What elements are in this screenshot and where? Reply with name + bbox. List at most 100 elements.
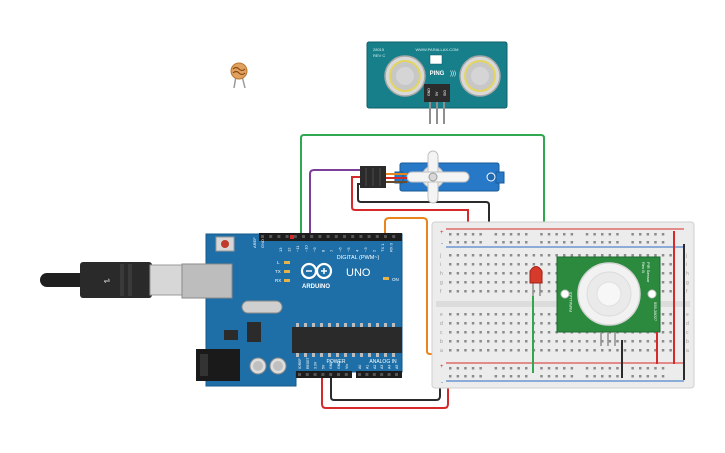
breadboard-hole[interactable] bbox=[563, 241, 566, 244]
breadboard-hole[interactable] bbox=[479, 331, 482, 334]
header-hole[interactable] bbox=[269, 235, 273, 238]
breadboard-hole[interactable] bbox=[456, 313, 460, 316]
breadboard-hole[interactable] bbox=[479, 322, 482, 325]
breadboard-hole[interactable] bbox=[517, 233, 520, 236]
breadboard-hole[interactable] bbox=[669, 281, 672, 284]
breadboard-hole[interactable] bbox=[593, 349, 596, 352]
breadboard-hole[interactable] bbox=[525, 349, 528, 352]
breadboard-hole[interactable] bbox=[525, 313, 528, 316]
breadboard-hole[interactable] bbox=[540, 313, 543, 316]
breadboard-hole[interactable] bbox=[471, 375, 475, 378]
breadboard-hole[interactable] bbox=[471, 331, 475, 334]
breadboard-hole[interactable] bbox=[601, 367, 604, 370]
header-hole[interactable] bbox=[367, 235, 371, 238]
breadboard-hole[interactable] bbox=[608, 241, 612, 244]
breadboard-hole[interactable] bbox=[563, 233, 566, 236]
breadboard-hole[interactable] bbox=[502, 272, 505, 275]
breadboard-hole[interactable] bbox=[669, 349, 672, 352]
breadboard-hole[interactable] bbox=[525, 367, 528, 370]
breadboard-hole[interactable] bbox=[487, 331, 490, 334]
breadboard-hole[interactable] bbox=[517, 281, 520, 284]
breadboard-hole[interactable] bbox=[585, 375, 589, 378]
breadboard-hole[interactable] bbox=[502, 290, 505, 293]
breadboard-hole[interactable] bbox=[661, 367, 665, 370]
header-hole[interactable] bbox=[321, 373, 325, 376]
breadboard-hole[interactable] bbox=[487, 290, 490, 293]
breadboard-hole[interactable] bbox=[654, 241, 657, 244]
breadboard-hole[interactable] bbox=[578, 254, 581, 257]
breadboard-hole[interactable] bbox=[639, 233, 642, 236]
breadboard-hole[interactable] bbox=[593, 241, 596, 244]
breadboard-hole[interactable] bbox=[608, 367, 612, 370]
header-hole[interactable] bbox=[305, 373, 309, 376]
breadboard-hole[interactable] bbox=[540, 241, 543, 244]
breadboard-hole[interactable] bbox=[479, 375, 482, 378]
breadboard-hole[interactable] bbox=[479, 313, 482, 316]
header-hole[interactable] bbox=[261, 235, 264, 238]
breadboard-hole[interactable] bbox=[540, 340, 543, 343]
breadboard-hole[interactable] bbox=[570, 340, 574, 343]
breadboard-hole[interactable] bbox=[593, 367, 596, 370]
breadboard-hole[interactable] bbox=[532, 263, 536, 266]
breadboard-hole[interactable] bbox=[540, 263, 543, 266]
breadboard-hole[interactable] bbox=[456, 340, 460, 343]
breadboard-hole[interactable] bbox=[593, 233, 596, 236]
breadboard-hole[interactable] bbox=[540, 233, 543, 236]
breadboard-hole[interactable] bbox=[623, 340, 627, 343]
header-hole[interactable] bbox=[329, 373, 333, 376]
breadboard-hole[interactable] bbox=[661, 254, 665, 257]
breadboard-hole[interactable] bbox=[547, 322, 551, 325]
breadboard-hole[interactable] bbox=[540, 349, 543, 352]
breadboard-hole[interactable] bbox=[487, 281, 490, 284]
breadboard-hole[interactable] bbox=[449, 290, 452, 293]
breadboard-hole[interactable] bbox=[456, 331, 460, 334]
breadboard-hole[interactable] bbox=[540, 375, 543, 378]
breadboard-hole[interactable] bbox=[540, 322, 543, 325]
breadboard-hole[interactable] bbox=[547, 340, 551, 343]
breadboard-hole[interactable] bbox=[616, 254, 619, 257]
breadboard-hole[interactable] bbox=[471, 241, 475, 244]
breadboard-hole[interactable] bbox=[464, 233, 467, 236]
breadboard-hole[interactable] bbox=[555, 349, 558, 352]
breadboard-hole[interactable] bbox=[639, 254, 642, 257]
breadboard-hole[interactable] bbox=[608, 233, 612, 236]
breadboard-hole[interactable] bbox=[547, 349, 551, 352]
breadboard-hole[interactable] bbox=[555, 241, 558, 244]
breadboard-hole[interactable] bbox=[525, 263, 528, 266]
breadboard-hole[interactable] bbox=[540, 254, 543, 257]
breadboard-hole[interactable] bbox=[456, 367, 460, 370]
breadboard-hole[interactable] bbox=[471, 263, 475, 266]
breadboard-hole[interactable] bbox=[623, 349, 627, 352]
wire-black-gnd[interactable] bbox=[330, 374, 445, 401]
breadboard-hole[interactable] bbox=[593, 375, 596, 378]
breadboard-hole[interactable] bbox=[464, 375, 467, 378]
breadboard-hole[interactable] bbox=[601, 233, 604, 236]
breadboard-hole[interactable] bbox=[631, 340, 634, 343]
header-hole[interactable] bbox=[302, 235, 305, 238]
photoresistor[interactable] bbox=[230, 62, 248, 89]
breadboard-hole[interactable] bbox=[502, 254, 505, 257]
ping-ultrasonic-sensor[interactable]: 28015 REV C WWW.PARALLAX.COM PING ))) GN… bbox=[366, 41, 508, 124]
breadboard-hole[interactable] bbox=[509, 263, 513, 266]
breadboard-hole[interactable] bbox=[509, 254, 513, 257]
breadboard-hole[interactable] bbox=[502, 322, 505, 325]
breadboard-hole[interactable] bbox=[654, 233, 657, 236]
breadboard-hole[interactable] bbox=[464, 349, 467, 352]
header-hole[interactable] bbox=[326, 235, 330, 238]
breadboard-hole[interactable] bbox=[563, 367, 566, 370]
breadboard-hole[interactable] bbox=[471, 233, 475, 236]
breadboard-hole[interactable] bbox=[646, 367, 650, 370]
header-hole[interactable] bbox=[285, 235, 289, 238]
wire-black-servo[interactable] bbox=[357, 183, 490, 236]
breadboard-hole[interactable] bbox=[601, 375, 604, 378]
pir-motion-sensor[interactable]: PARALLAX PIR Sensor Rev B 555-28027 bbox=[556, 256, 661, 346]
breadboard-hole[interactable] bbox=[608, 349, 612, 352]
breadboard-hole[interactable] bbox=[449, 263, 452, 266]
breadboard-hole[interactable] bbox=[494, 331, 498, 334]
breadboard-hole[interactable] bbox=[509, 233, 513, 236]
breadboard-hole[interactable] bbox=[601, 254, 604, 257]
breadboard-hole[interactable] bbox=[639, 241, 642, 244]
breadboard-hole[interactable] bbox=[456, 290, 460, 293]
breadboard-hole[interactable] bbox=[487, 340, 490, 343]
breadboard-hole[interactable] bbox=[494, 272, 498, 275]
